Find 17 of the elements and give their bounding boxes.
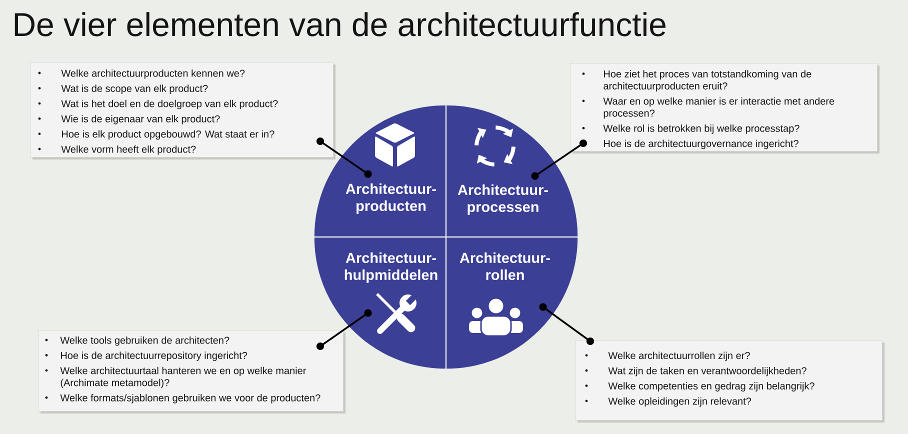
question-text: Welke architectuurrollen zijn er? [608,352,750,362]
title: De vier elementen van de architectuurfunctie [14,12,666,36]
quadrant-label: Architectuur- processen [458,184,548,215]
question-text: Welke competenties en gedrag zijn belangrijk? [608,382,814,392]
question-text: Welke architectuurtaal hanteren we en op welke manier (Archimate metamodel)? [60,366,306,388]
connector-line [316,309,372,350]
question-text: Wat zijn de taken en verantwoordelijkheden? [608,366,806,376]
connector-line [539,303,594,346]
quadrant-label: Architectuur- hulpmiddelen [344,252,438,283]
quadrant-label: Architectuur- rollen [460,252,550,280]
question-text: Welke tools gebruiken de architecten? [60,336,230,346]
question-text: Welke formats/sjablonen gebruiken we voor de producten? [60,394,320,404]
connector-line [316,137,372,178]
quadrant-label: Architectuur- producten [346,183,436,214]
question-text: Hoe is de architectuurrepository ingericht? [61,352,248,361]
connector-line [531,139,588,180]
question-text: Welke opleidingen zijn relevant? [608,397,752,407]
